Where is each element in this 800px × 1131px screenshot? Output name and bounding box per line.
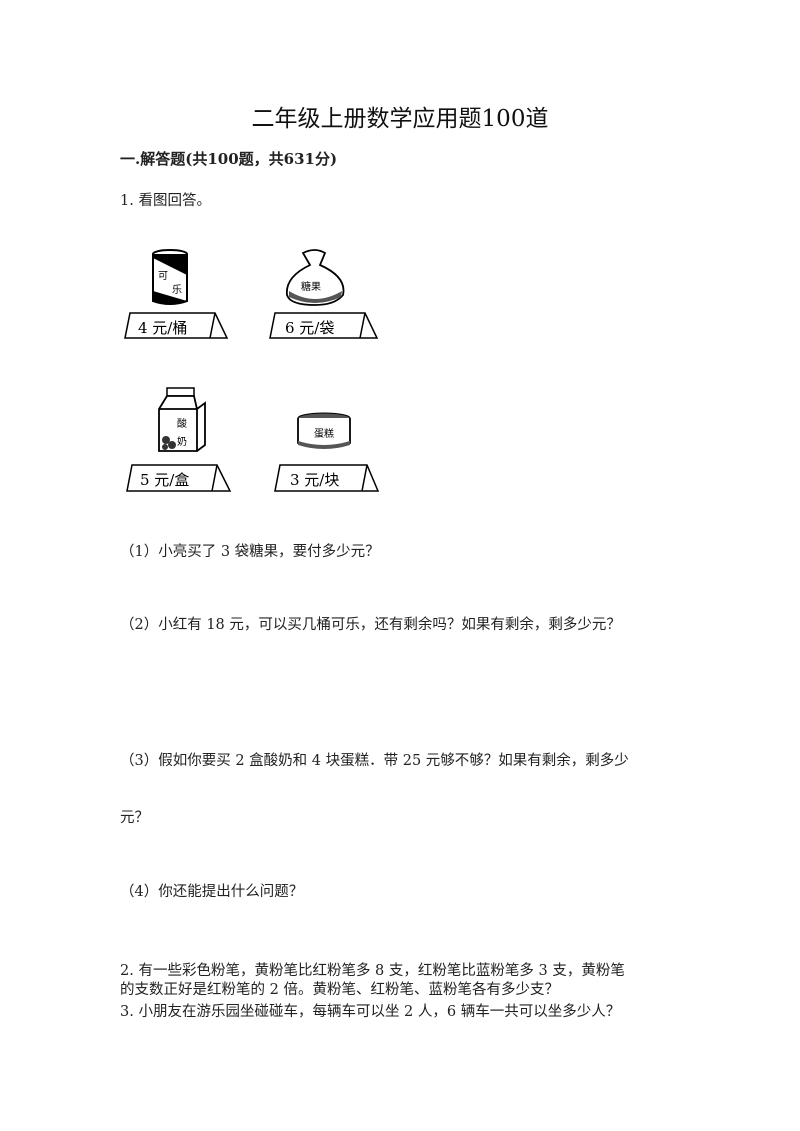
product-label: 乐	[172, 284, 182, 296]
question-2-line-2: 的支数正好是红粉笔的 2 倍。黄粉笔、红粉笔、蓝粉笔各有多少支？	[120, 982, 559, 998]
question-1-part-4: （4）你还能提出什么问题？	[120, 884, 304, 900]
candy-bag-illustration: 糖果 6 元/袋	[269, 249, 379, 339]
price-tag-candy: 6 元/袋	[285, 319, 334, 337]
question-2-line-1: 2. 有一些彩色粉笔，黄粉笔比红粉笔多 8 支，红粉笔比蓝粉笔多 3 支，黄粉笔	[120, 963, 625, 979]
price-tag-cake: 3 元/块	[290, 471, 339, 489]
question-1-part-3: （3）假如你要买 2 盒酸奶和 4 块蛋糕．带 25 元够不够？如果有剩余，剩多…	[120, 753, 629, 769]
cake-illustration: 蛋糕 3 元/块	[274, 412, 380, 492]
question-1-part-3-cont: 元？	[120, 810, 149, 826]
question-3: 3. 小朋友在游乐园坐碰碰车，每辆车可以坐 2 人，6 辆车一共可以坐多少人？	[120, 1004, 621, 1020]
question-1-stem: 1. 看图回答。	[120, 193, 211, 209]
question-1-part-2: （2）小红有 18 元，可以买几桶可乐，还有剩余吗？如果有剩余，剩多少元？	[120, 617, 621, 633]
product-label: 蛋糕	[314, 427, 334, 440]
product-label: 可	[158, 271, 168, 282]
question-1-part-1: （1）小亮买了 3 袋糖果，要付多少元？	[120, 544, 380, 560]
product-label: 奶	[177, 436, 187, 448]
product-label: 酸	[177, 417, 187, 430]
yogurt-box-illustration: 酸 奶 5 元/盒	[126, 387, 232, 492]
product-label: 糖果	[301, 280, 321, 293]
cola-can-illustration: 可 乐 4 元/桶	[124, 249, 229, 339]
page-title: 二年级上册数学应用题100道	[251, 106, 549, 132]
section-heading: 一.解答题(共100题，共631分)	[120, 150, 338, 168]
price-tag-cola: 4 元/桶	[138, 319, 187, 337]
price-tag-yogurt: 5 元/盒	[140, 471, 189, 489]
